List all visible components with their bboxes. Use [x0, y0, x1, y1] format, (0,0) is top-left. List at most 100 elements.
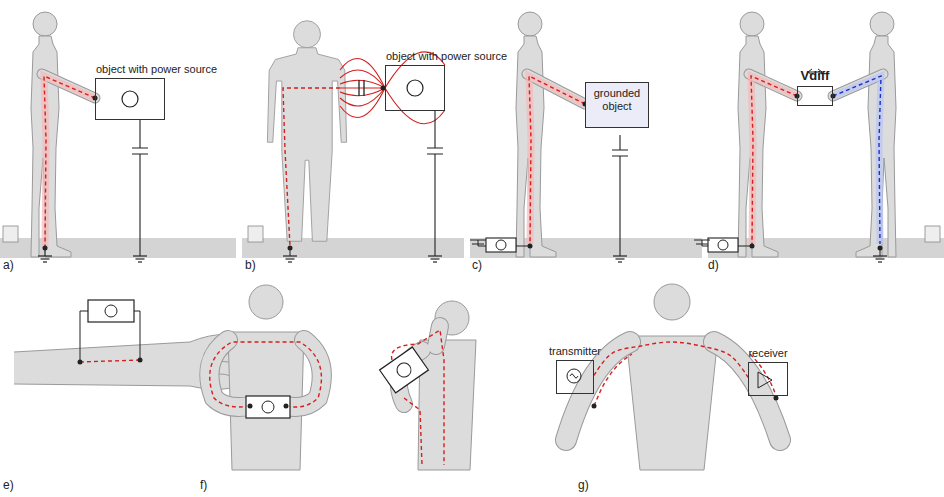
- illustration-part: [340, 88, 385, 118]
- illustration-part: [592, 404, 597, 409]
- illustration-part: [758, 372, 772, 388]
- illustration-part: [340, 70, 385, 88]
- powered-object-box: object with power source: [95, 78, 165, 120]
- illustration-part: [708, 238, 738, 252]
- illustration-part: [290, 248, 291, 256]
- illustration-part: [833, 76, 881, 244]
- illustration-part: [340, 52, 445, 124]
- grounded-object-box: grounded object: [585, 82, 649, 128]
- illustration-part: [528, 244, 533, 249]
- illustration-part: [138, 358, 143, 363]
- node-label: Vdiff: [801, 69, 830, 84]
- illustration-part: [38, 256, 52, 262]
- illustration-part: [283, 256, 297, 262]
- illustration-part: [248, 226, 263, 242]
- panel-letter: c): [472, 258, 482, 272]
- illustration-part: [242, 238, 464, 258]
- illustration-part: [44, 76, 95, 248]
- illustration-part: [570, 374, 578, 378]
- illustration-part: [470, 240, 486, 244]
- illustration-part: [404, 398, 422, 465]
- illustration-part: [738, 12, 778, 257]
- illustration-part: [873, 256, 887, 262]
- illustration-part: [246, 396, 290, 418]
- illustration-part: [613, 256, 627, 262]
- illustration-part: [833, 76, 881, 244]
- ground-floor: [0, 238, 944, 258]
- illustration-part: [122, 91, 138, 107]
- illustration-part: [478, 240, 528, 246]
- panel-letter: f): [200, 478, 207, 492]
- illustration-part: [380, 347, 429, 393]
- illustration-part: [694, 240, 710, 244]
- illustration-part: [702, 240, 750, 246]
- illustration-part: [340, 88, 385, 96]
- panel-c: [470, 12, 628, 262]
- illustration-part: [359, 80, 364, 96]
- node-label: object with power source: [96, 63, 217, 76]
- illustration-part: [262, 401, 274, 413]
- illustration-part: [418, 340, 476, 470]
- panel-f: [209, 285, 476, 470]
- panel-letter: g): [578, 478, 589, 492]
- illustration-part: [567, 369, 581, 383]
- illustration-part: [45, 248, 46, 256]
- illustration-part: [427, 110, 443, 256]
- node-label: grounded object: [586, 83, 648, 116]
- illustration-part: [44, 76, 95, 248]
- illustration-part: [31, 12, 71, 257]
- illustration-part: [751, 76, 797, 244]
- illustration-part: [267, 21, 346, 242]
- illustration-part: [880, 248, 881, 256]
- illustration-part: [133, 256, 147, 262]
- illustration-part: [284, 404, 289, 409]
- illustration-part: [626, 336, 718, 470]
- illustration-part: [380, 347, 429, 393]
- illustration-part: [340, 87, 385, 88]
- receiver-box: receiver: [748, 362, 788, 396]
- illustration-part: [248, 404, 253, 409]
- illustration-part: [132, 120, 148, 256]
- panel-letter: e): [3, 478, 14, 492]
- illustration-part: [428, 256, 442, 262]
- body-current-path: [594, 342, 748, 377]
- node-label: transmitter: [549, 345, 601, 358]
- panel-letter: b): [245, 258, 256, 272]
- illustration-part: [750, 244, 755, 249]
- illustration-part: [751, 76, 797, 244]
- illustration-part: [470, 238, 702, 258]
- illustration-part: [529, 76, 585, 244]
- illustration-part: [486, 238, 516, 252]
- illustration-part: [249, 285, 283, 319]
- illustration-part: [394, 360, 413, 379]
- voltmeter-box: Vdiff: [797, 86, 833, 106]
- illustration-part: [612, 135, 628, 256]
- illustration-part: [407, 80, 423, 96]
- illustration-part: [925, 226, 940, 242]
- illustration-part: [283, 88, 340, 246]
- panel-letter: a): [3, 258, 14, 272]
- illustration-part: [340, 58, 385, 88]
- illustration-part: [78, 360, 83, 365]
- illustration-part: [80, 360, 140, 362]
- node-label: object with power source: [386, 50, 507, 63]
- illustration-part: [88, 300, 134, 322]
- illustration-part: [385, 88, 445, 124]
- node-label: receiver: [748, 347, 787, 360]
- illustration-part: [516, 12, 556, 257]
- illustration-part: [80, 311, 140, 362]
- illustration-part: [718, 240, 728, 250]
- panel-a: [3, 12, 148, 262]
- panel-letter: d): [708, 258, 719, 272]
- illustration-part: [529, 76, 585, 244]
- illustration-part: [340, 80, 385, 88]
- transmitter-box: transmitter: [556, 360, 594, 394]
- illustration-part: [774, 396, 779, 401]
- panel-d: [694, 12, 940, 262]
- illustration-part: [392, 330, 444, 465]
- illustration-part: [3, 226, 18, 242]
- illustration-part: [831, 94, 836, 99]
- illustration-part: [340, 88, 385, 106]
- illustration-part: [654, 284, 690, 320]
- illustration-part: [105, 305, 117, 317]
